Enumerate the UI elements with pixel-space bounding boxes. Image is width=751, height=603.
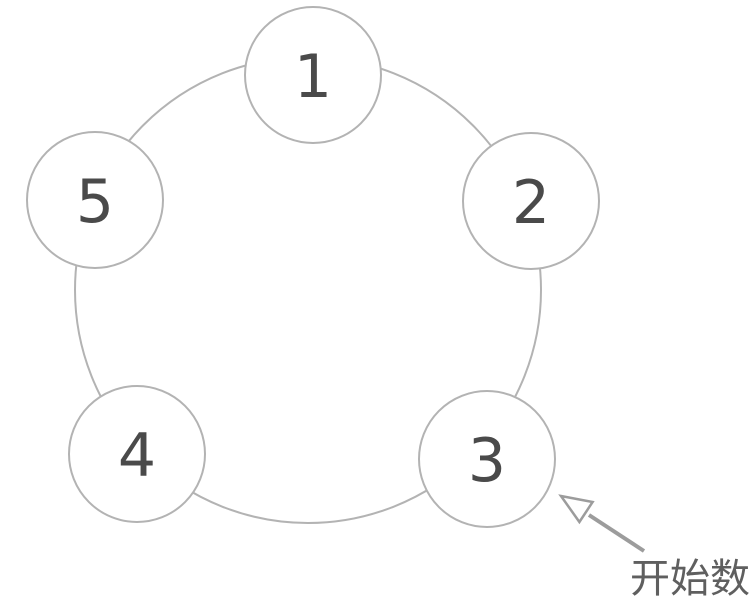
start-annotation-label: 开始数 bbox=[630, 556, 750, 602]
node-2-circle bbox=[462, 132, 600, 270]
node-3: 3 bbox=[418, 390, 556, 528]
start-arrow-shaft bbox=[587, 513, 646, 553]
node-5-label: 5 bbox=[76, 167, 114, 237]
node-2: 2 bbox=[462, 132, 600, 270]
node-4-circle bbox=[68, 385, 206, 523]
node-4-label: 4 bbox=[118, 421, 156, 491]
node-5-circle bbox=[26, 131, 164, 269]
node-2-label: 2 bbox=[512, 168, 550, 238]
node-1: 1 bbox=[244, 6, 382, 144]
node-1-circle bbox=[244, 6, 382, 144]
node-3-label: 3 bbox=[468, 426, 506, 496]
node-5: 5 bbox=[26, 131, 164, 269]
node-4: 4 bbox=[68, 385, 206, 523]
start-arrow bbox=[558, 494, 646, 553]
start-arrow-head-icon bbox=[558, 494, 595, 525]
node-3-circle bbox=[418, 390, 556, 528]
node-1-label: 1 bbox=[294, 42, 332, 112]
